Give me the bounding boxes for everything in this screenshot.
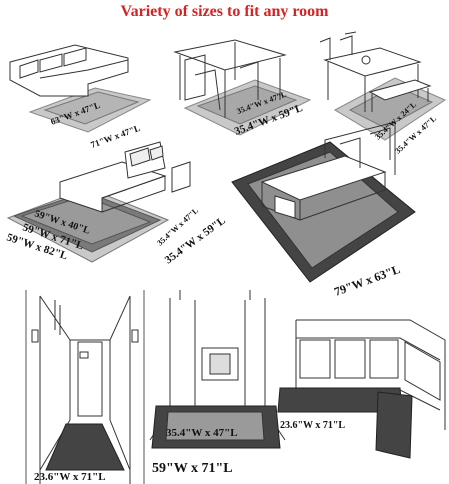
page-title: Variety of sizes to fit any room <box>120 3 329 20</box>
label-kitchen-1: 23.6"W x 71"L <box>280 420 345 431</box>
table-icon <box>173 39 287 71</box>
rug-small <box>43 91 140 125</box>
dining-room-scene <box>173 39 312 136</box>
bench-icon <box>368 79 432 101</box>
bedroom-scene <box>6 141 191 263</box>
hallway-scene <box>25 290 145 484</box>
label-hallway: 23.6"W x 71"L <box>34 471 106 483</box>
rug-small <box>196 85 298 125</box>
door-icon <box>77 341 103 417</box>
kitchen-nook-scene <box>319 31 447 141</box>
cabinet-icon <box>404 341 441 401</box>
rug-small <box>165 411 265 441</box>
table-icon <box>323 47 422 77</box>
label-office: 79"W x 63"L <box>332 262 402 299</box>
runner-vertical <box>375 391 413 459</box>
rug-small <box>20 195 152 245</box>
kitchen-corner-scene <box>277 319 446 459</box>
label-entrance-1: 35.4"W x 47"L <box>166 427 238 439</box>
nightstand-icon <box>171 161 191 193</box>
sofa-icon <box>9 44 129 97</box>
label-entrance-2: 59"W x 71"L <box>152 461 233 476</box>
label-bed-5: 35.4"W x 59"L <box>163 215 228 267</box>
living-room-scene <box>9 44 152 133</box>
hallway-runner <box>45 423 125 471</box>
office-scene <box>231 121 416 283</box>
entrance-scene <box>149 290 286 449</box>
